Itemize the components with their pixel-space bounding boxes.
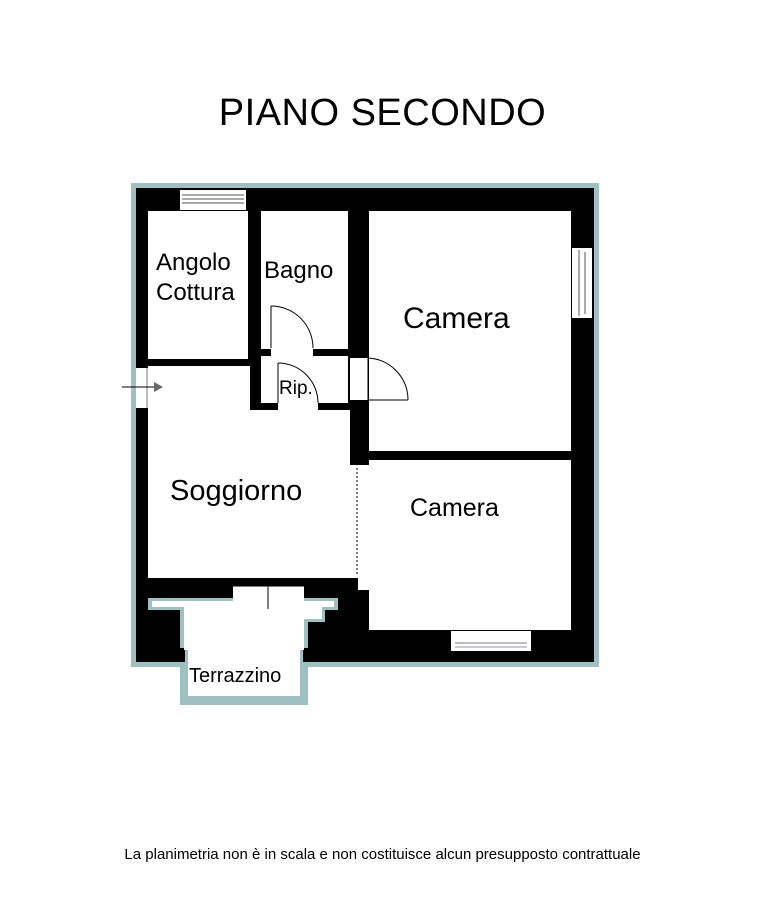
room-label-angolo-cottura: Angolo Cottura: [156, 251, 235, 305]
angolo-line-2: Cottura: [156, 279, 235, 306]
rip-door: [277, 362, 319, 411]
room-label-terrazzino: Terrazzino: [189, 665, 282, 687]
page-title: PIANO SECONDO: [218, 92, 547, 134]
bagno-door: [270, 305, 314, 356]
angolo-line-1: Angolo: [156, 249, 231, 276]
window-top: [180, 190, 246, 210]
camera-door: [350, 357, 409, 401]
window-right: [572, 248, 592, 318]
terrazzino: [148, 585, 338, 700]
window-bottom-right: [451, 631, 531, 651]
room-label-camera-2: Camera: [410, 494, 499, 522]
room-floors: [148, 211, 571, 630]
room-label-camera-1: Camera: [403, 302, 510, 335]
entrance-door: [122, 368, 163, 408]
room-label-bagno: Bagno: [264, 257, 334, 284]
disclaimer-note: La planimetria non è in scala e non cost…: [124, 846, 641, 863]
room-label-ripostiglio: Rip.: [279, 378, 313, 399]
room-label-soggiorno: Soggiorno: [170, 475, 303, 507]
